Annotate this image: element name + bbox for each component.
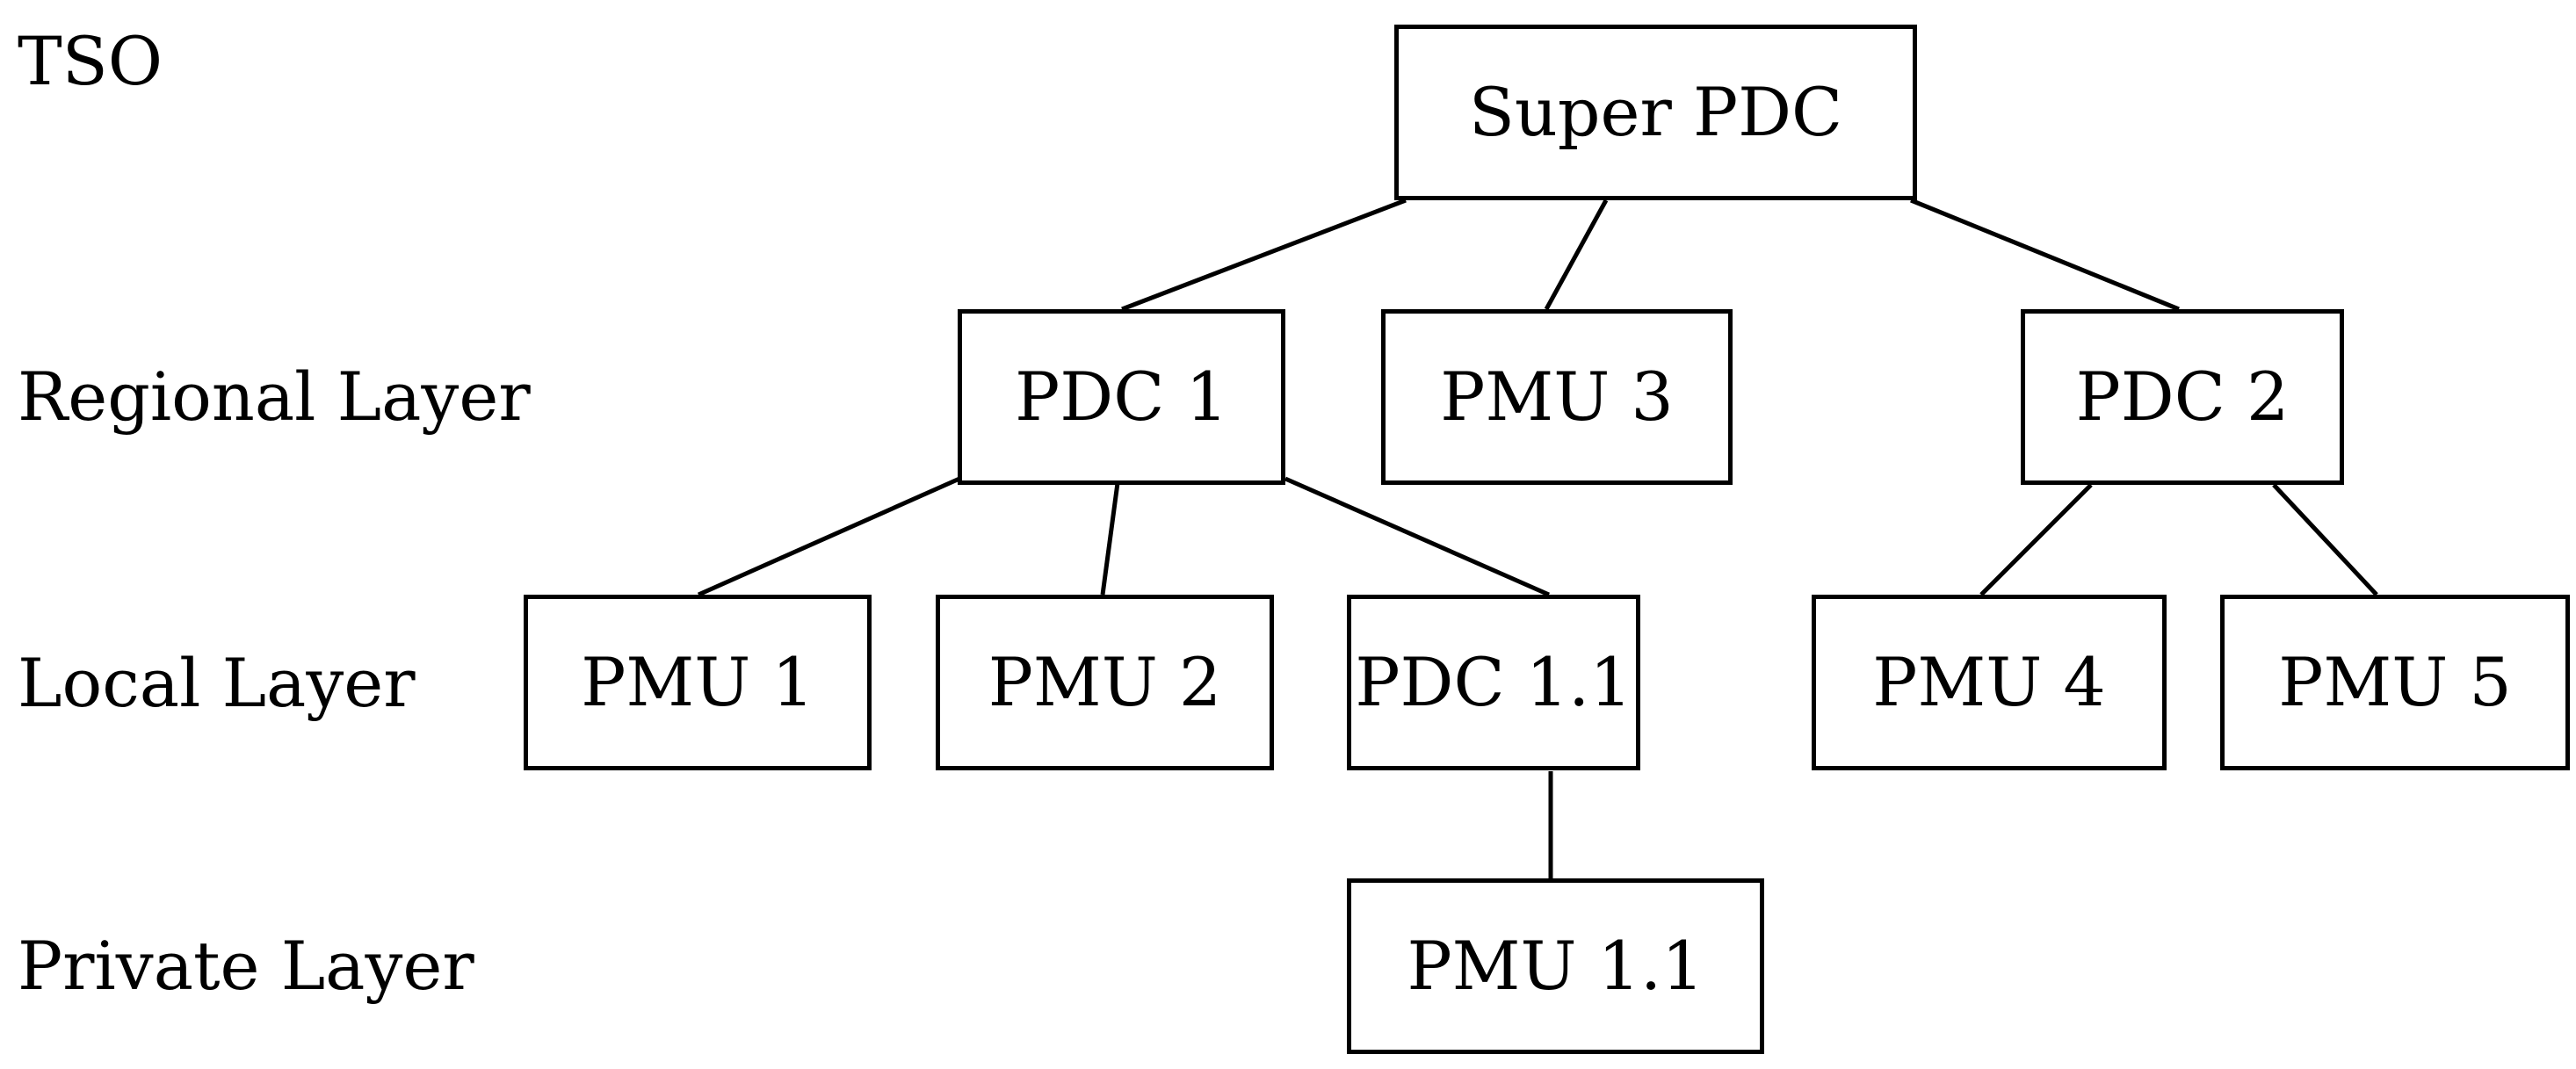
node-label-pdc-2: PDC 2: [2075, 358, 2290, 436]
node-label-pdc-1: PDC 1: [1015, 358, 1228, 436]
node-label-pmu-2: PMU 2: [988, 643, 1222, 721]
layer-label-tso: TSO: [18, 22, 163, 100]
edge-pdc-1-to-pmu-1: [697, 476, 961, 597]
node-pdc-1-1[interactable]: PDC 1.1: [1347, 595, 1640, 770]
node-label-pdc-1-1: PDC 1.1: [1355, 643, 1632, 721]
node-super-pdc[interactable]: Super PDC: [1394, 25, 1917, 200]
edge-pdc-1-to-pdc-1-1: [1284, 476, 1551, 597]
edges-group: [697, 198, 2378, 878]
edge-pdc-2-to-pmu-4: [1979, 483, 2093, 596]
node-pdc-2[interactable]: PDC 2: [2021, 309, 2344, 485]
node-label-pmu-5: PMU 5: [2278, 643, 2512, 721]
node-label-pmu-3: PMU 3: [1440, 358, 1674, 436]
edge-super-pdc-to-pmu-3: [1544, 199, 1609, 311]
edge-super-pdc-to-pdc-1: [1121, 198, 1407, 312]
layer-label-local-layer: Local Layer: [18, 644, 416, 722]
layer-label-regional-layer: Regional Layer: [18, 358, 531, 436]
node-label-pmu-1-1: PMU 1.1: [1407, 927, 1704, 1005]
layer-label-private-layer: Private Layer: [18, 927, 474, 1005]
node-pmu-2[interactable]: PMU 2: [936, 595, 1274, 770]
edge-pdc-1-to-pmu-2: [1100, 482, 1120, 596]
node-label-super-pdc: Super PDC: [1468, 73, 1843, 151]
edge-pdc-2-to-pmu-5: [2272, 483, 2378, 596]
node-label-pmu-1: PMU 1: [581, 643, 814, 721]
node-pmu-3[interactable]: PMU 3: [1381, 309, 1733, 485]
node-pmu-5[interactable]: PMU 5: [2220, 595, 2570, 770]
node-pmu-1[interactable]: PMU 1: [524, 595, 872, 770]
node-pmu-1-1[interactable]: PMU 1.1: [1347, 878, 1764, 1054]
node-pdc-1[interactable]: PDC 1: [958, 309, 1285, 485]
node-pmu-4[interactable]: PMU 4: [1812, 595, 2167, 770]
edge-super-pdc-to-pdc-2: [1910, 198, 2180, 312]
node-label-pmu-4: PMU 4: [1872, 643, 2106, 721]
